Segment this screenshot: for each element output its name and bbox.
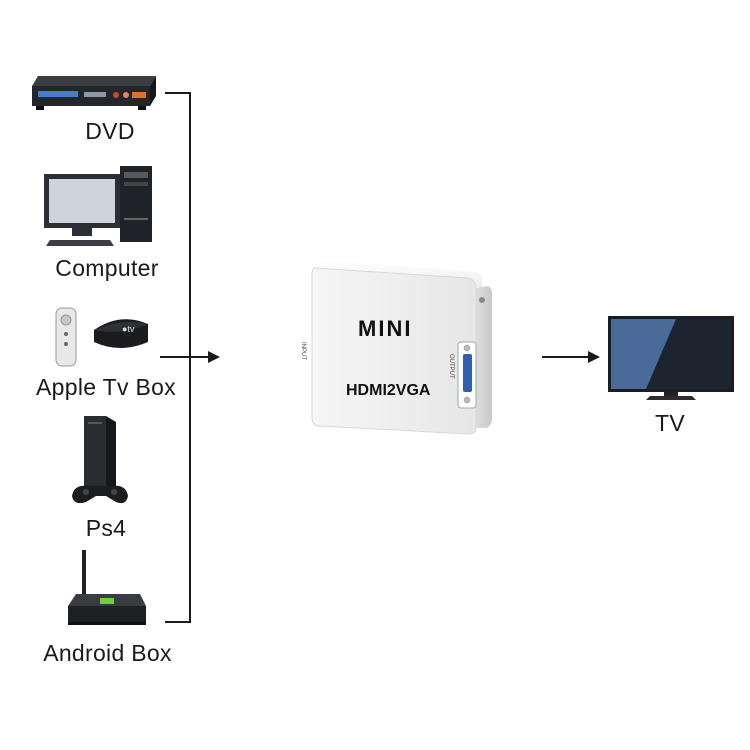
source-label-ps4: Ps4 bbox=[85, 515, 127, 541]
output-arrowhead bbox=[588, 351, 600, 363]
android-box-icon bbox=[60, 548, 150, 630]
converter-input-label: INPUT bbox=[300, 342, 306, 360]
game-console-icon bbox=[66, 412, 136, 510]
source-label-dvd: DVD bbox=[85, 118, 135, 144]
target-label-tv: TV bbox=[655, 410, 685, 436]
svg-text:●tv: ●tv bbox=[122, 324, 135, 334]
tv-icon bbox=[606, 314, 736, 402]
input-arrowhead bbox=[208, 351, 220, 363]
output-arrow-line bbox=[542, 356, 590, 358]
bracket-top-line bbox=[165, 92, 189, 94]
converter-title: MINI bbox=[358, 316, 413, 341]
desktop-computer-icon bbox=[40, 158, 158, 250]
converter-model: HDMI2VGA bbox=[346, 382, 431, 399]
input-arrow-line bbox=[160, 356, 210, 358]
source-label-android-box: Android Box bbox=[43, 640, 172, 666]
bracket-bottom-line bbox=[165, 621, 191, 623]
dvd-player-icon bbox=[28, 72, 158, 114]
source-label-computer: Computer bbox=[55, 255, 159, 281]
hdmi2vga-converter: MINI HDMI2VGA INPUT OUTPUT bbox=[300, 258, 496, 436]
apple-tv-box-icon: ●tv bbox=[50, 302, 154, 368]
converter-output-label: OUTPUT bbox=[448, 354, 454, 379]
source-label-apple-tv-box: Apple Tv Box bbox=[36, 374, 176, 400]
